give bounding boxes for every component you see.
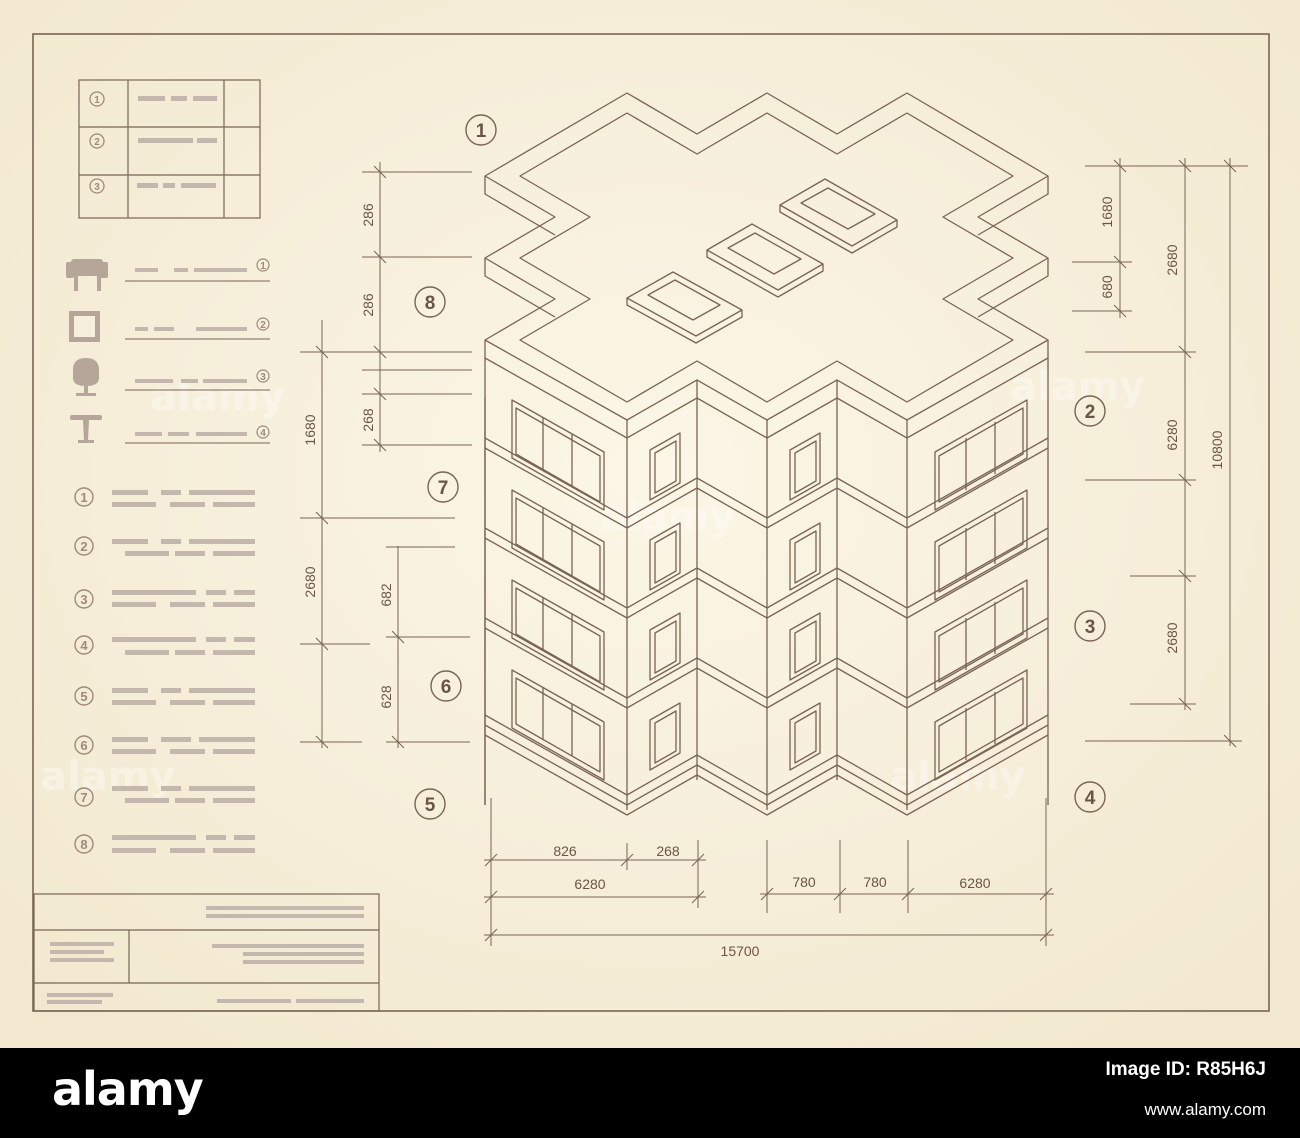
- svg-text:6: 6: [80, 738, 87, 753]
- svg-text:5: 5: [425, 795, 436, 816]
- picture-frame-icon: [69, 311, 100, 342]
- svg-text:8: 8: [425, 293, 436, 314]
- alamy-logo: alamy: [52, 1062, 204, 1116]
- svg-text:780: 780: [792, 874, 816, 890]
- sheet-frame: [32, 33, 1270, 1012]
- svg-text:268: 268: [360, 408, 376, 432]
- svg-text:6280: 6280: [959, 875, 990, 891]
- svg-text:286: 286: [360, 203, 376, 227]
- svg-text:2680: 2680: [1164, 244, 1180, 275]
- svg-text:682: 682: [378, 583, 394, 607]
- svg-text:alamy: alamy: [40, 754, 175, 800]
- armchair-icon: [66, 259, 108, 291]
- list-item: 6: [74, 735, 255, 755]
- svg-text:680: 680: [1099, 275, 1115, 299]
- callout-numbers: 1 2 3 4 5 6 7 8: [425, 121, 1096, 816]
- spec-table: [78, 79, 261, 219]
- svg-text:1680: 1680: [1099, 196, 1115, 227]
- callouts: [414, 114, 1106, 820]
- stock-footer-bar: alamy Image ID: R85H6J www.alamy.com: [0, 1048, 1300, 1138]
- window-group-right: [934, 399, 1028, 781]
- svg-text:3: 3: [1085, 617, 1096, 638]
- svg-text:2680: 2680: [1164, 622, 1180, 653]
- svg-text:4: 4: [260, 428, 266, 439]
- dimension-labels-bottom: 826 268 6280 780 780 6280 15700: [553, 843, 990, 959]
- list-item: 8: [74, 834, 255, 854]
- svg-text:780: 780: [863, 874, 887, 890]
- dimension-lines-right: [1072, 158, 1248, 748]
- list-item: 7: [74, 786, 255, 807]
- svg-text:628: 628: [378, 685, 394, 709]
- svg-text:alamy: alamy: [600, 494, 735, 540]
- dimension-lines-bottom: [484, 798, 1054, 946]
- svg-text:7: 7: [438, 478, 449, 499]
- svg-text:2: 2: [260, 320, 266, 331]
- dimension-labels-right: 1680 680 2680 6280 2680 10800: [1099, 196, 1225, 653]
- svg-text:2680: 2680: [302, 566, 318, 597]
- svg-text:8: 8: [80, 837, 87, 852]
- egg-chair-icon: [73, 358, 99, 396]
- svg-text:1680: 1680: [302, 414, 318, 445]
- dimension-lines-left: [300, 162, 472, 749]
- legend-item-armchair: 1: [66, 258, 270, 291]
- list-item: 3: [74, 589, 255, 609]
- svg-text:2: 2: [80, 539, 87, 554]
- icon-legend: 1 2 3: [66, 258, 270, 444]
- legend-item-egg-chair: 3: [73, 358, 270, 396]
- svg-text:2: 2: [94, 137, 100, 148]
- svg-text:286: 286: [360, 293, 376, 317]
- svg-text:6: 6: [441, 677, 452, 698]
- svg-text:3: 3: [80, 592, 87, 607]
- svg-text:6280: 6280: [1164, 419, 1180, 450]
- table-row: 2: [89, 133, 217, 149]
- window-group-small: [649, 432, 821, 771]
- title-block: [33, 893, 380, 1012]
- list-item: 4: [74, 635, 255, 655]
- window-group-left: [511, 399, 605, 781]
- legend-item-table: 4: [70, 415, 270, 444]
- svg-text:2: 2: [1085, 402, 1096, 423]
- svg-text:5: 5: [80, 689, 87, 704]
- svg-text:6280: 6280: [574, 876, 605, 892]
- svg-text:1: 1: [260, 261, 266, 272]
- svg-text:15700: 15700: [721, 943, 760, 959]
- svg-text:7: 7: [80, 790, 87, 805]
- svg-text:1: 1: [476, 121, 487, 142]
- svg-text:1: 1: [80, 490, 87, 505]
- list-item: 2: [74, 536, 255, 556]
- notes-list: 1 2 3 4 5 6: [74, 487, 255, 854]
- pedestal-table-icon: [70, 415, 102, 443]
- svg-text:10800: 10800: [1209, 430, 1225, 469]
- svg-text:1: 1: [94, 95, 100, 106]
- dimension-labels-left: 286 286 268 1680 2680 682 628: [302, 203, 394, 709]
- table-row: 3: [89, 178, 216, 194]
- image-id: Image ID: R85H6J: [1105, 1059, 1266, 1080]
- site-url: www.alamy.com: [1144, 1100, 1266, 1119]
- list-item: 1: [74, 487, 255, 507]
- list-item: 5: [74, 686, 255, 706]
- watermarks: alamy alamy alamy alamy alamy: [40, 364, 1145, 800]
- svg-text:268: 268: [656, 843, 680, 859]
- svg-text:3: 3: [94, 182, 100, 193]
- svg-text:4: 4: [80, 638, 88, 653]
- svg-text:826: 826: [553, 843, 577, 859]
- svg-text:4: 4: [1085, 788, 1096, 809]
- spec-table-rows: 1 2 3: [89, 91, 217, 194]
- table-row: 1: [89, 91, 217, 107]
- legend-item-frame: 2: [69, 311, 270, 342]
- svg-text:3: 3: [260, 372, 266, 383]
- building-isometric: [484, 92, 1049, 816]
